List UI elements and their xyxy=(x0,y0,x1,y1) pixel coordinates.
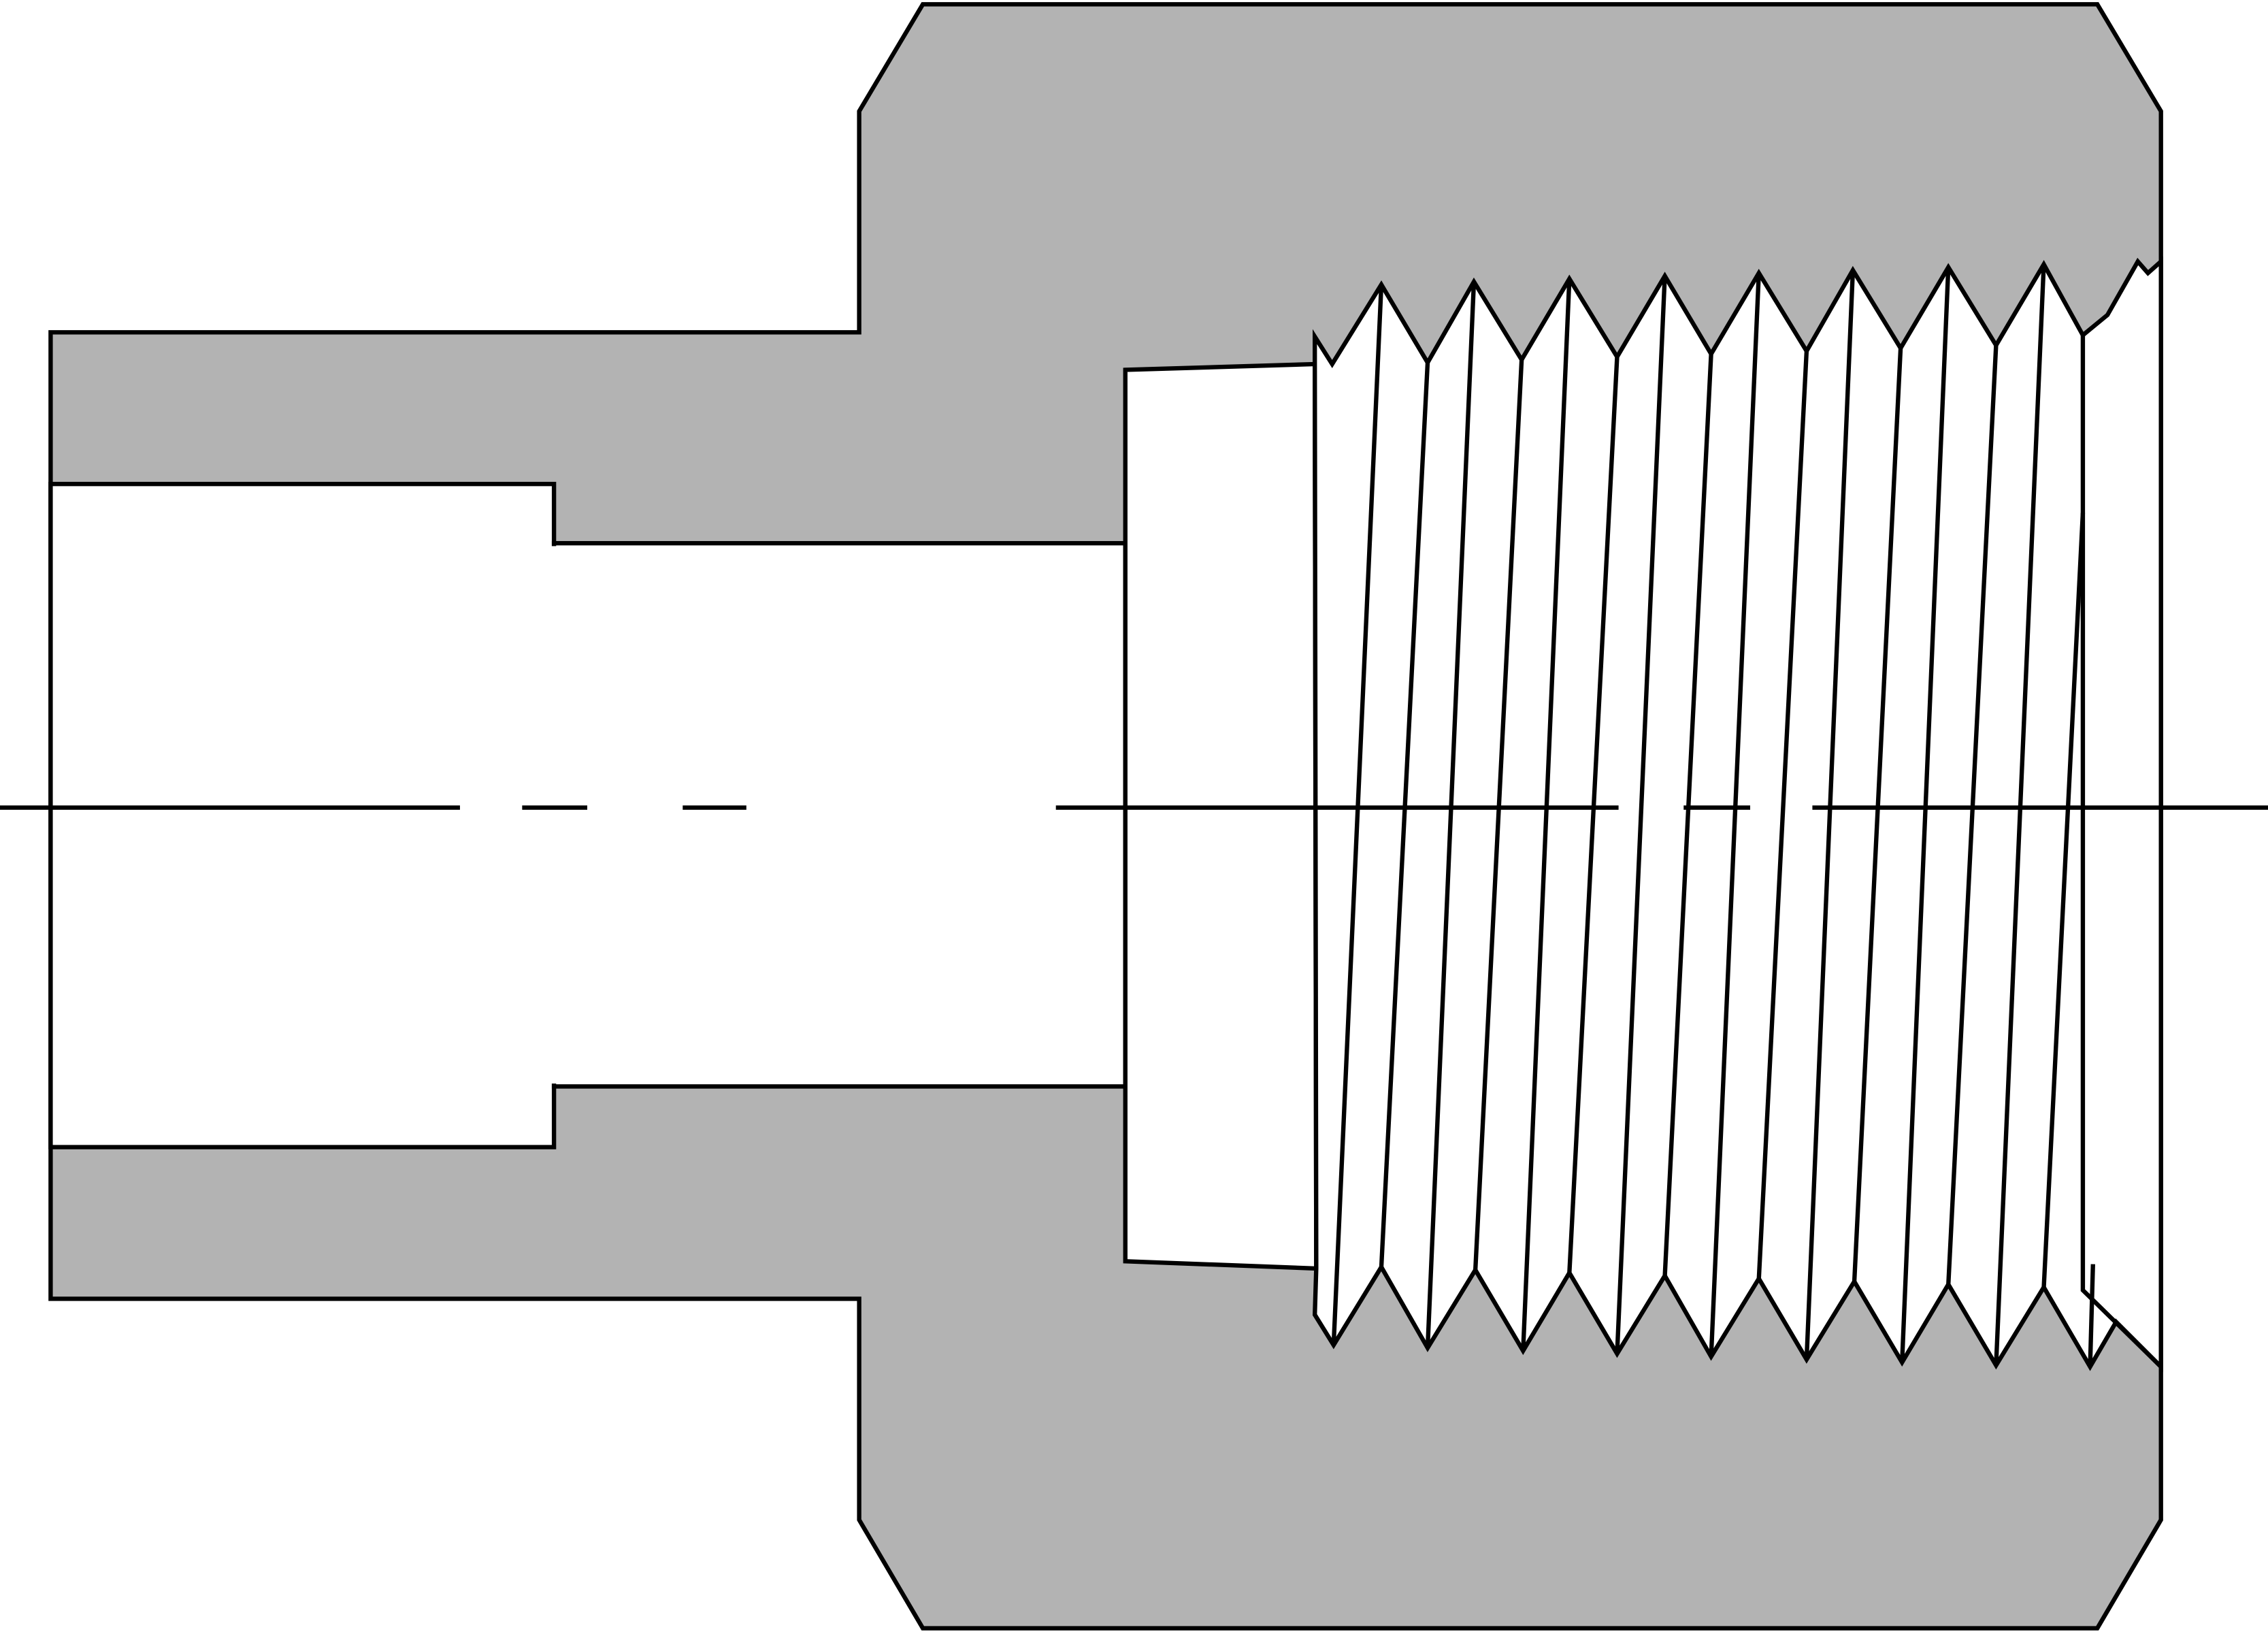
socket-bore xyxy=(48,481,557,1149)
thread-helix-lines xyxy=(1331,264,2095,1367)
bore-joint xyxy=(550,546,560,1084)
through-bore xyxy=(551,541,1128,1089)
thread-chamfer-lines xyxy=(2080,335,2163,1369)
thread-relief xyxy=(1123,361,1319,1271)
threaded-bore xyxy=(1312,257,2163,1372)
